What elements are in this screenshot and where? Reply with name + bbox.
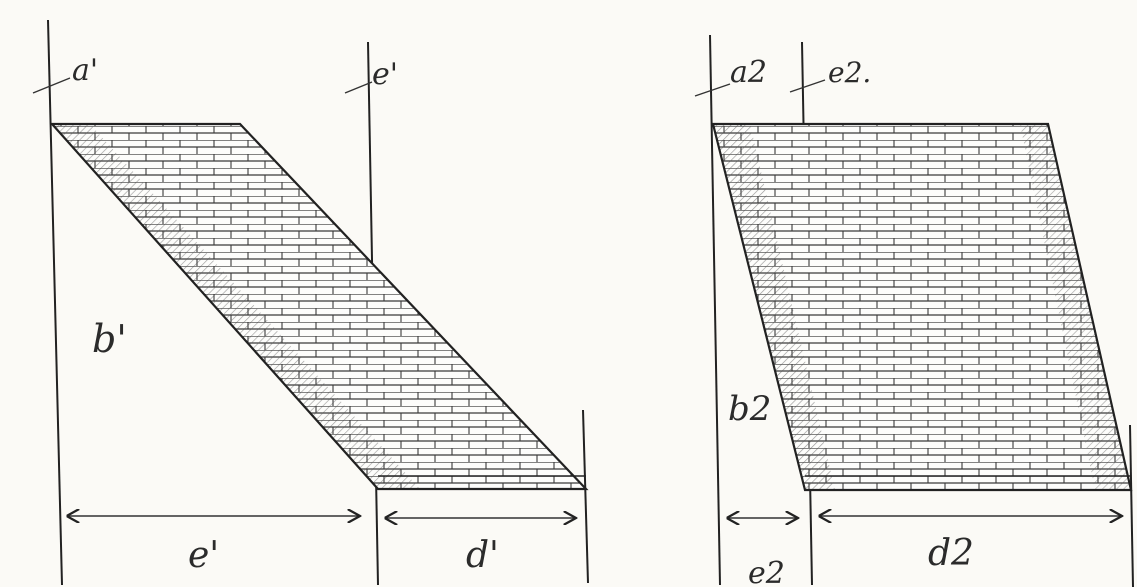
label-d1-dim: d' <box>466 535 499 576</box>
label-a2: a2 <box>730 55 767 90</box>
left-vertical-d <box>582 409 589 584</box>
label-d2-dim: d2 <box>928 533 974 574</box>
label-a1: a' <box>72 53 98 88</box>
wall-outline-left <box>49 122 589 491</box>
right-vertical-d <box>1129 424 1134 587</box>
left-vertical-a <box>47 19 63 586</box>
wall-shadow-right-right-face <box>1020 124 1131 490</box>
sloped-wall-left <box>52 124 586 489</box>
figure-right: a2 e2. b2 e2 d2 <box>694 34 1134 587</box>
label-e1-dim: e' <box>188 535 219 576</box>
sloped-wall-right <box>713 124 1131 490</box>
tick-a2 <box>694 83 731 97</box>
tick-a1 <box>32 77 71 94</box>
tick-e2 <box>789 79 826 93</box>
label-e1-top: e' <box>372 57 398 92</box>
label-b1: b' <box>92 317 127 361</box>
tick-e1 <box>344 81 373 94</box>
label-e2-top: e2. <box>828 56 871 89</box>
wall-shadow-left <box>52 124 420 489</box>
label-e2-dim: e2 <box>748 556 785 587</box>
wall-outline-right <box>711 122 1133 492</box>
wall-shadow-right-left-face <box>713 124 835 490</box>
figure-left: a' e' b' e' d' <box>32 19 589 586</box>
label-b2: b2 <box>728 389 771 429</box>
right-vertical-a <box>709 34 721 586</box>
